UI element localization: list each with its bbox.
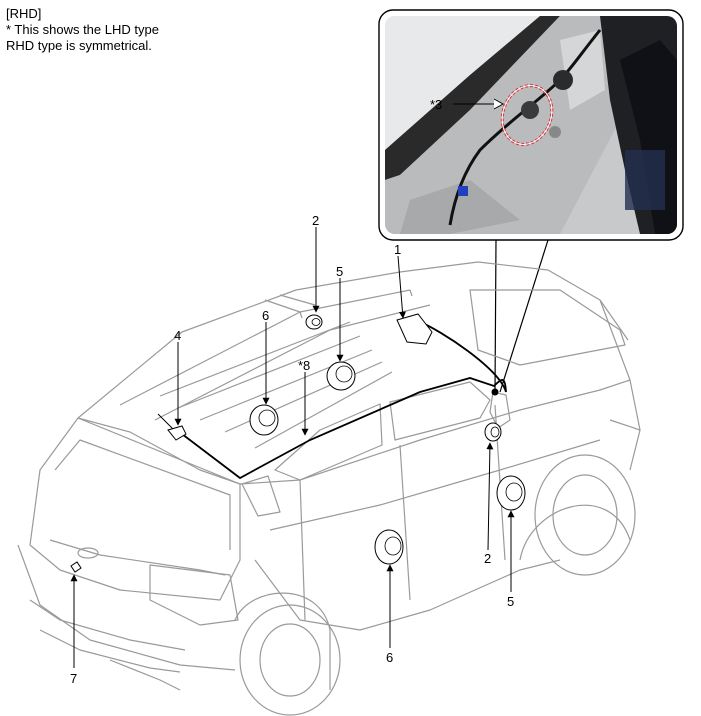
car-outline (17, 261, 641, 716)
callout-label-1: 1 (394, 242, 401, 257)
callout-label-2-door: 2 (484, 551, 491, 566)
callout-label-6-roof: 6 (262, 308, 269, 323)
inset-photo: *3 (378, 9, 684, 241)
callout-line-2-door (486, 442, 494, 551)
callout-label-2-roof: 2 (312, 213, 319, 228)
note-line-1: [RHD] (6, 6, 42, 21)
callout-label-8: *8 (298, 358, 310, 373)
callout-label-4: 4 (174, 328, 181, 343)
inset-leader-right (499, 239, 549, 393)
callout-label-6-door: 6 (386, 650, 393, 665)
callout-label-5-roof: 5 (336, 264, 343, 279)
antenna-module (396, 313, 433, 345)
cable-joint-dot (491, 388, 499, 396)
note-line-3: RHD type is symmetrical. (6, 38, 152, 53)
callout-label-7: 7 (70, 671, 77, 686)
note-line-2: * This shows the LHD type (6, 22, 159, 37)
inset-leader-left (494, 239, 497, 393)
callout-line-1 (397, 255, 406, 319)
callout-label-3: *3 (430, 97, 442, 112)
door-tweeter-2 (484, 422, 502, 442)
rhd-note: [RHD] * This shows the LHD type RHD type… (6, 6, 159, 54)
callout-arrow-3 (493, 98, 505, 110)
antenna-cable (181, 321, 507, 480)
callouts (70, 227, 515, 668)
rear-door-speaker-6 (374, 529, 404, 565)
rear-camera (70, 561, 82, 573)
roof-speaker-6 (249, 404, 279, 436)
roof-speaker-5 (326, 361, 356, 391)
roof-antenna (157, 413, 187, 441)
roof-speaker-2 (305, 314, 323, 330)
callout-label-5-door: 5 (507, 594, 514, 609)
front-door-speaker-5 (496, 475, 526, 511)
